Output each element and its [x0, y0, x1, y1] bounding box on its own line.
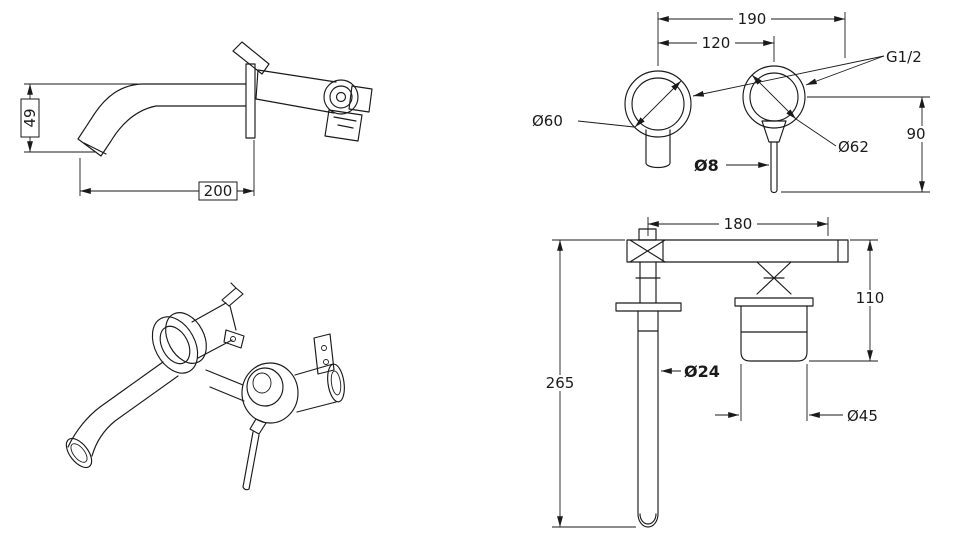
side-lever-stub [232, 41, 270, 75]
iso-barrel-end [327, 363, 345, 403]
iso-flange-back [165, 312, 207, 364]
dim-length-200: 200 [79, 140, 255, 201]
iso-flange-outer [151, 316, 199, 374]
dim-depth-265: 265 [542, 239, 636, 528]
dim-dia24: Ø24 [661, 362, 720, 381]
dim-width-190: 190 [657, 10, 846, 66]
iso-mixer-escutcheon [241, 362, 299, 424]
side-spout-outline [77, 83, 247, 157]
iso-barrel-bracket-hole-2 [323, 359, 329, 365]
iso-lever-handle [242, 418, 267, 491]
iso-mixer-cap [252, 372, 272, 394]
plan-body-bar [626, 239, 849, 263]
front-left-escutcheon-outer [624, 70, 692, 138]
front-left-escutcheon-inner [631, 77, 685, 131]
dim-90-text: 90 [906, 125, 925, 143]
plan-right-flange [734, 297, 814, 307]
dim-centers-120: 120 [658, 34, 775, 62]
iso-upper-lever [221, 282, 244, 331]
isometric-view [65, 282, 345, 491]
side-view: 49 200 [20, 41, 373, 201]
dim-height-90: 90 [781, 96, 931, 193]
dim-120-text: 120 [702, 34, 731, 52]
front-right-escutcheon-outer [742, 65, 806, 129]
front-handle [761, 120, 787, 194]
dim-190-text: 190 [738, 10, 767, 28]
plan-spout-tube [637, 310, 659, 528]
dim-110-text: 110 [856, 289, 885, 307]
iso-spout-outlet [65, 437, 93, 469]
plan-left-flange [615, 302, 682, 312]
dim-180-text: 180 [724, 215, 753, 233]
iso-mixer-dome [246, 367, 284, 407]
dia62-text: Ø62 [838, 138, 869, 156]
iso-flange-inner [159, 325, 191, 365]
iso-bracket-hole [230, 336, 236, 342]
plan-right-valve [756, 261, 792, 295]
dim-dia62: Ø62 [751, 74, 869, 156]
iso-spout-outlet-inner [70, 443, 88, 463]
iso-body-link [205, 369, 245, 402]
front-view: 190 120 Ø60 Ø62 Ø8 G1/2 [532, 10, 931, 194]
dim-height-49: 49 [20, 83, 138, 153]
dia60-text: Ø60 [532, 112, 563, 130]
thread-text: G1/2 [886, 48, 922, 66]
iso-barrel-end-inner [330, 370, 342, 396]
dim-width-180: 180 [647, 215, 829, 236]
side-barrel-cap-inner [335, 91, 347, 103]
dim-dia60: Ø60 [532, 80, 682, 130]
side-barrel-cap-outer [323, 79, 359, 115]
dim-265-text: 265 [546, 374, 575, 392]
iso-barrel-bracket-hole-1 [321, 345, 327, 351]
iso-spout-tube [67, 361, 179, 457]
iso-connection-lines [191, 302, 233, 359]
plan-view: 180 265 110 Ø24 Ø45 [542, 215, 889, 528]
iso-upper-bracket [223, 329, 245, 349]
side-mounting-block [324, 109, 363, 142]
side-rear-plate [348, 85, 373, 113]
dim-dia45: Ø45 [715, 364, 878, 425]
dim-depth-110: 110 [809, 239, 889, 362]
plan-cartridge-cylinder [740, 305, 808, 362]
plan-left-valve [629, 228, 666, 304]
dia24-text: Ø24 [684, 362, 720, 381]
iso-mixer-barrel [294, 363, 337, 413]
side-barrel-cap-mid [329, 85, 353, 109]
dim-49-text: 49 [21, 108, 39, 127]
side-mixer-barrel [255, 69, 337, 114]
front-spout-tube [645, 129, 671, 169]
side-wall-flange [245, 63, 256, 139]
dim-dia8: Ø8 [694, 156, 769, 175]
label-thread: G1/2 [692, 48, 922, 97]
dim-200-text: 200 [204, 182, 233, 200]
iso-barrel-bracket [313, 333, 335, 375]
dia45-text: Ø45 [847, 407, 878, 425]
dia8-text: Ø8 [694, 156, 719, 175]
